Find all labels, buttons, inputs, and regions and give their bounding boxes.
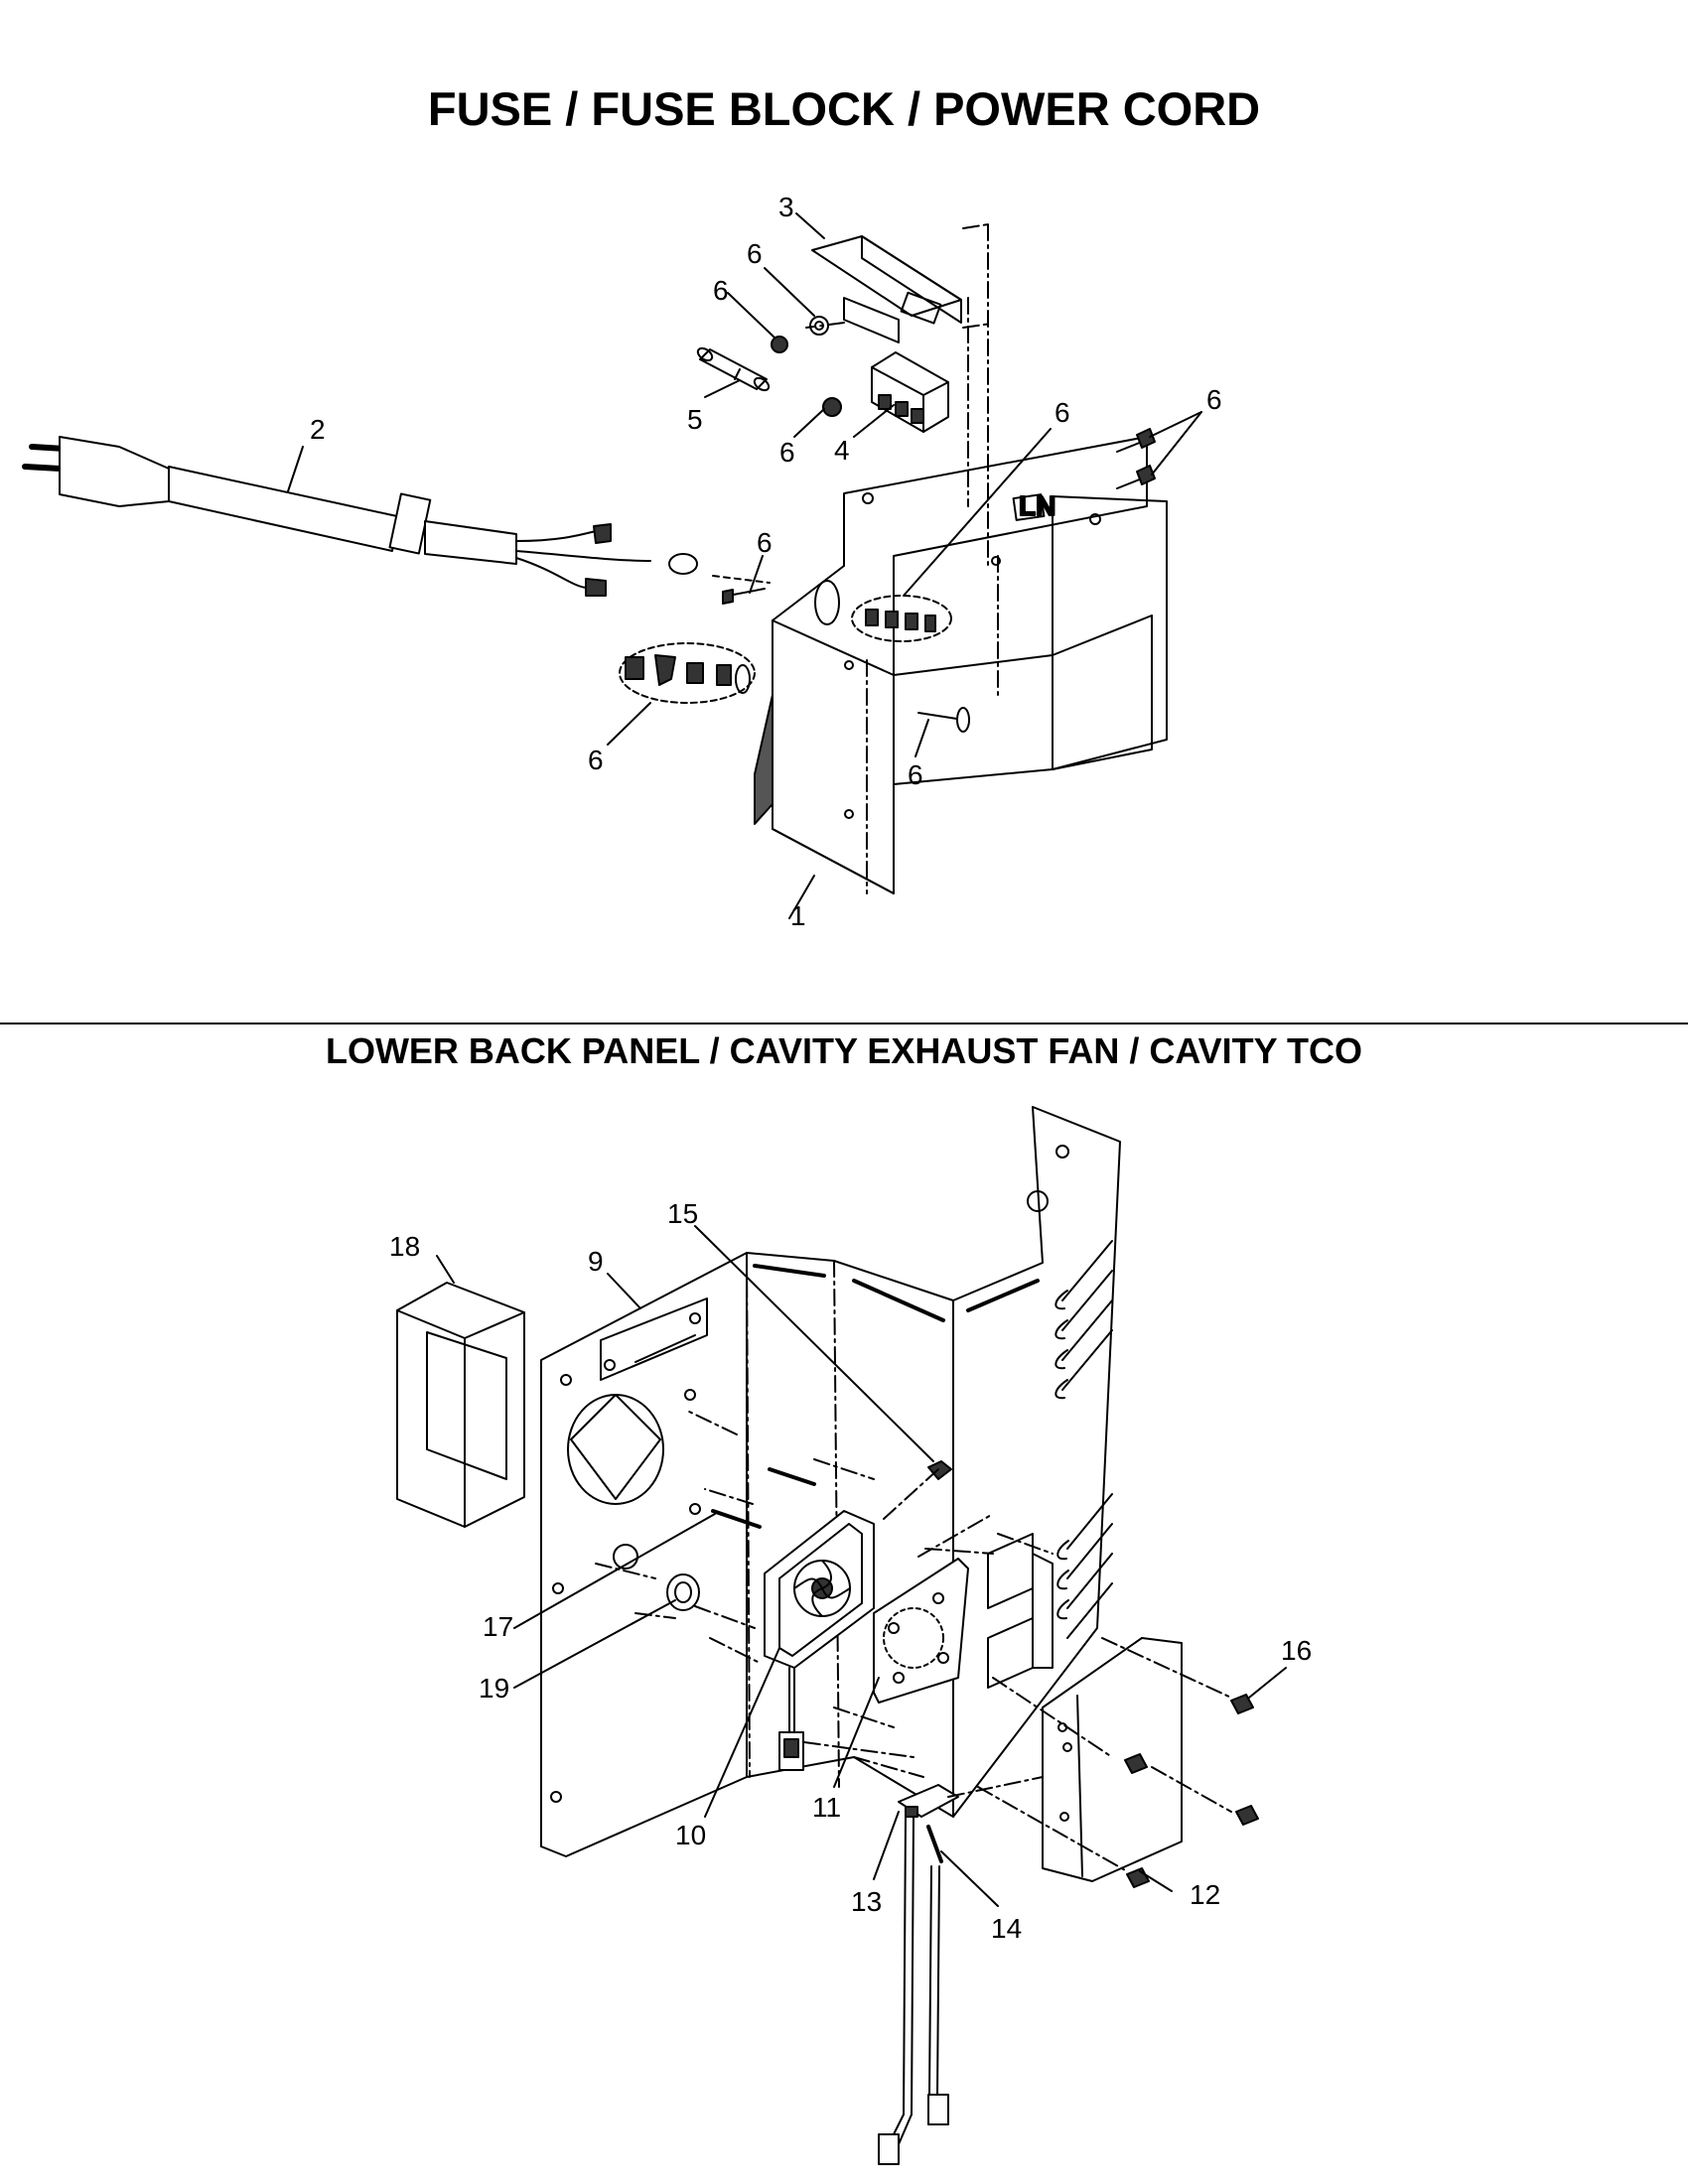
callout-2: 2 (310, 414, 326, 445)
callout-6a: 6 (747, 238, 763, 269)
callout-12: 12 (1190, 1879, 1220, 1910)
section-title-lower-back-panel: LOWER BACK PANEL / CAVITY EXHAUST FAN / … (325, 1030, 1363, 1071)
lower-back-panel-part (540, 1106, 1121, 1857)
section-title-fuse-block: FUSE / FUSE BLOCK / POWER CORD (427, 82, 1261, 135)
callout-6f: 6 (757, 527, 773, 558)
callout-3: 3 (778, 192, 794, 222)
grommet-part (666, 1573, 700, 1611)
tco-bracket-part (987, 1533, 1054, 1689)
fan-nut-part (927, 1460, 952, 1480)
fan-guard-part (873, 1558, 969, 1704)
callout-13: 13 (851, 1886, 882, 1917)
leader-lines-bottom (436, 1225, 1287, 1907)
section-divider (0, 1023, 1688, 1024)
callout-1: 1 (790, 900, 806, 931)
callout-4: 4 (834, 435, 850, 466)
callout-6c: 6 (779, 437, 795, 468)
callout-6e: 6 (1206, 384, 1222, 415)
hardware-parts (619, 316, 1156, 733)
power-cord-part (22, 436, 698, 597)
callout-6b: 6 (713, 275, 729, 306)
callout-10: 10 (675, 1820, 706, 1850)
gasket-part (396, 1282, 525, 1528)
callout-6h: 6 (908, 759, 923, 790)
callout-17: 17 (483, 1611, 513, 1642)
fuse-part (696, 346, 771, 392)
terminal-marking-label: LN (1019, 490, 1055, 521)
fuse-block-part (871, 351, 949, 433)
callout-15: 15 (667, 1198, 698, 1229)
callout-6d: 6 (1055, 397, 1070, 428)
callout-16: 16 (1281, 1635, 1312, 1666)
callout-19: 19 (479, 1673, 509, 1704)
callout-6g: 6 (588, 745, 604, 775)
cavity-tco-part (878, 1784, 959, 2165)
callout-9: 9 (588, 1246, 604, 1277)
fuse-bracket-part (754, 436, 1168, 894)
leader-lines-top (287, 212, 1202, 919)
fuse-holder-cover-part (811, 235, 962, 343)
tco-cover-part (1042, 1637, 1183, 1882)
callout-14: 14 (991, 1913, 1022, 1944)
callout-18: 18 (389, 1231, 420, 1262)
callout-11: 11 (812, 1792, 841, 1823)
callout-5: 5 (687, 404, 703, 435)
